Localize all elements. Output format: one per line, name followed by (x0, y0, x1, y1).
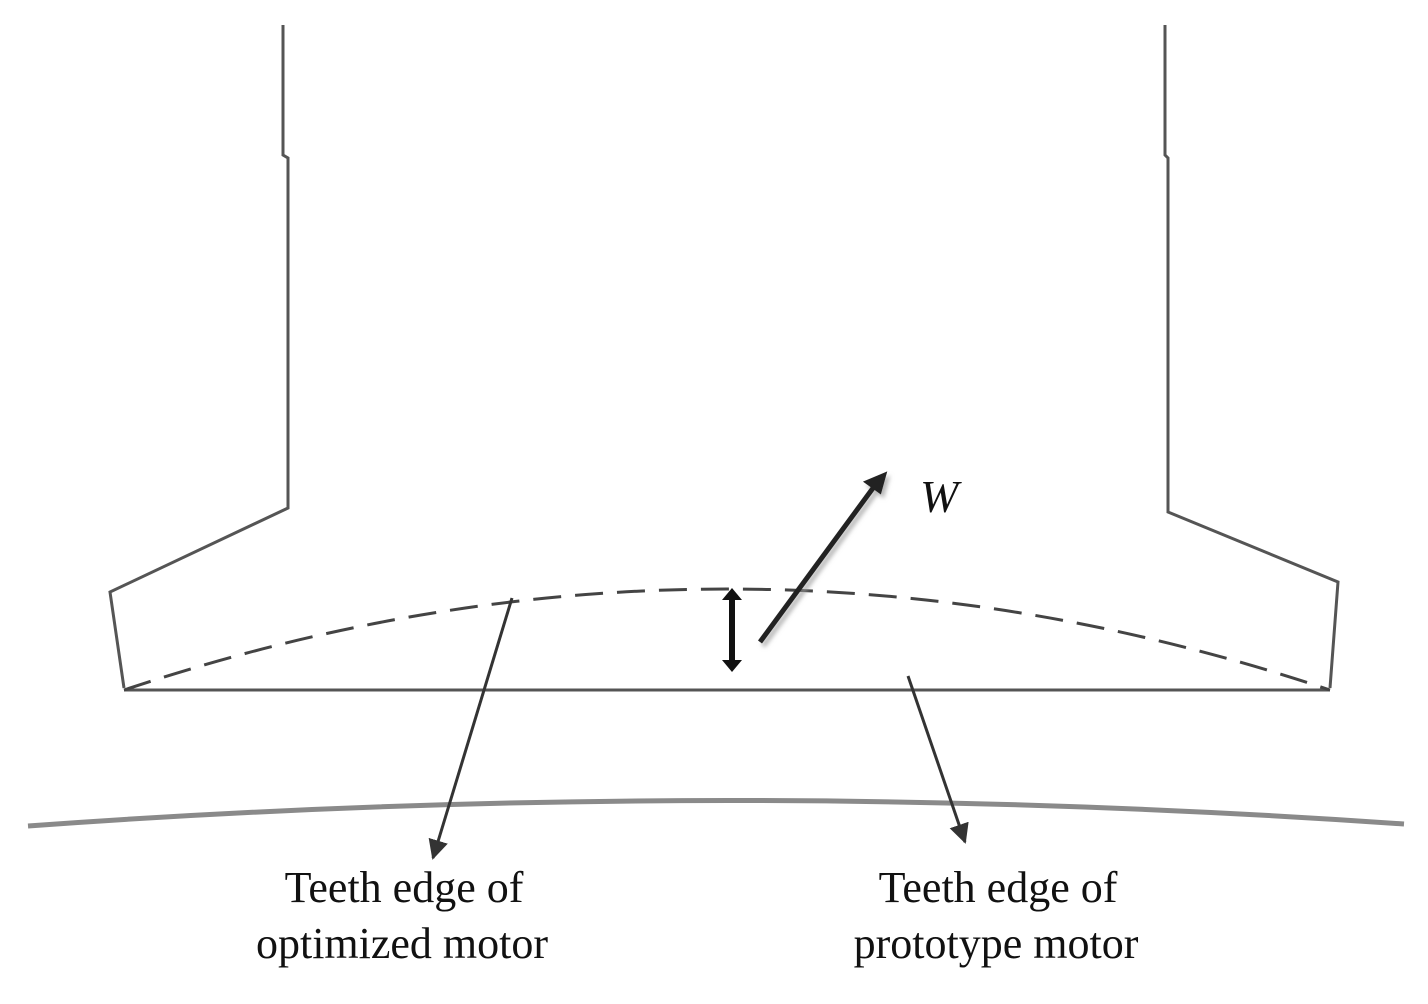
tooth-outline (108, 25, 1340, 689)
w-direction-arrow (757, 471, 888, 644)
prototype-label-line1: Teeth edge of (879, 863, 1118, 912)
optimized-label-line2: optimized motor (256, 919, 548, 968)
optimized-tooth-edge (123, 587, 1331, 692)
w-symbol: W (920, 471, 962, 522)
depth-dimension-arrow (722, 588, 742, 672)
optimized-label-line1: Teeth edge of (285, 863, 524, 912)
optimized-edge-label: Teeth edge of optimized motor (256, 863, 548, 968)
prototype-leader-arrow (906, 675, 969, 844)
prototype-label-line2: prototype motor (854, 919, 1139, 968)
rotor-surface-arc (27, 798, 1405, 829)
prototype-edge-label: Teeth edge of prototype motor (854, 863, 1139, 968)
optimized-leader-arrow (428, 597, 514, 860)
